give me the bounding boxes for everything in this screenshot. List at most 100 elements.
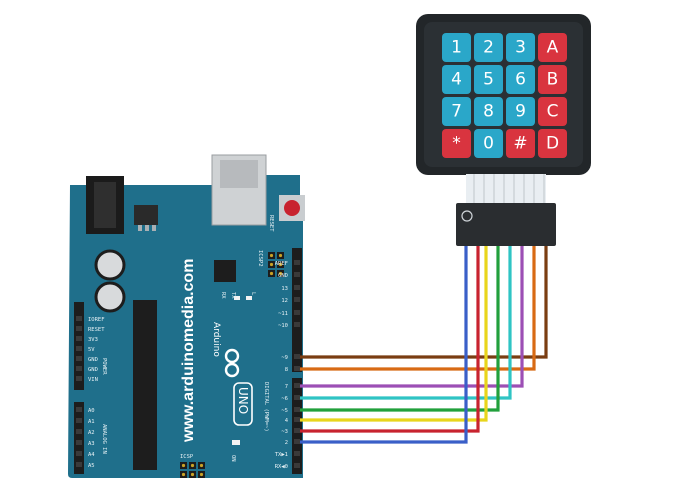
power-label: POWER (101, 358, 107, 375)
reset-button[interactable] (284, 200, 300, 216)
key-8[interactable]: 8 (474, 97, 503, 126)
power-pin-label: RESET (88, 327, 105, 333)
digital-pin-label: 7 (285, 384, 288, 390)
key-*[interactable]: * (442, 129, 471, 158)
key-label: 9 (515, 102, 526, 122)
digital-pin-socket (294, 285, 300, 290)
power-pin-label: 5V (88, 347, 95, 353)
digital-pin-socket (294, 417, 300, 422)
key-cap (442, 33, 471, 62)
key-cap (538, 65, 567, 94)
digital-pin-label: ~9 (281, 355, 288, 361)
key-cap (474, 97, 503, 126)
icsp-pin-tip (199, 463, 204, 468)
key-9[interactable]: 9 (506, 97, 535, 126)
digital-pin-label: ~10 (278, 323, 288, 329)
icsp-label: ICSP (180, 454, 194, 460)
usb-chip (214, 260, 236, 282)
analog-pin-label: A5 (88, 463, 95, 469)
analog-pin-socket (76, 407, 82, 412)
digital-pin-label: ~3 (281, 429, 288, 435)
digital-pin-label: AREF (275, 261, 288, 267)
regulator-tab (138, 225, 142, 231)
uno-badge-frame (233, 382, 253, 426)
wire-pin-2 (300, 246, 468, 444)
digital-pin-label: 4 (285, 418, 289, 424)
tx-led (234, 296, 240, 300)
key-cap (506, 33, 535, 62)
icsp-pin-tip (190, 463, 195, 468)
digital-pin-socket (294, 395, 300, 400)
analog-pin-socket (76, 440, 82, 445)
digital-pin-label: RX◀0 (275, 464, 288, 470)
analog-pin-label: A0 (88, 408, 95, 414)
logo-infinity-right (224, 362, 240, 378)
capacitor-2 (94, 281, 126, 313)
icsp2-pin-tip (269, 271, 274, 276)
key-4[interactable]: 4 (442, 65, 471, 94)
digital-pin-label: 2 (285, 440, 288, 446)
key-5[interactable]: 5 (474, 65, 503, 94)
analog-pin-label: A1 (88, 419, 95, 425)
key-1[interactable]: 1 (442, 33, 471, 62)
key-D[interactable]: D (538, 129, 567, 158)
key-label: B (547, 70, 559, 90)
key-2[interactable]: 2 (474, 33, 503, 62)
key-#[interactable]: # (506, 129, 535, 158)
key-label: D (546, 134, 559, 154)
wire-pin-5 (300, 246, 500, 412)
icsp2-pin-tip (278, 271, 283, 276)
digital-pin-label: 8 (285, 367, 288, 373)
wire-pin-9 (300, 246, 548, 359)
key-cap (538, 129, 567, 158)
logo-infinity-left (224, 348, 240, 364)
key-cap (538, 33, 567, 62)
digital-pin-socket (294, 439, 300, 444)
icsp2-pin-tip (269, 262, 274, 267)
power-pin-label: 3V3 (88, 337, 98, 343)
uno-badge: UNO (233, 382, 253, 426)
key-cap (442, 65, 471, 94)
key-cap (442, 129, 471, 158)
regulator-leg (152, 225, 156, 231)
tx-label: TX (230, 292, 236, 299)
key-C[interactable]: C (538, 97, 567, 126)
digital-label: DIGITAL (PWM=~) (263, 382, 269, 432)
icsp2-pin-tip (269, 253, 274, 258)
analog-pin-socket (76, 451, 82, 456)
key-B[interactable]: B (538, 65, 567, 94)
digital-pin-socket (294, 297, 300, 302)
icsp-header (180, 462, 205, 478)
key-6[interactable]: 6 (506, 65, 535, 94)
key-label: 7 (451, 102, 462, 122)
on-led (232, 440, 240, 445)
digital-pin-label: TX▶1 (275, 452, 288, 458)
board-outline (68, 175, 303, 478)
atmega-chip (133, 300, 157, 470)
digital-pin-socket (294, 366, 300, 371)
key-cap (538, 97, 567, 126)
power-pin-socket (76, 376, 82, 381)
uno-label: UNO (236, 387, 250, 414)
wire-pin-8 (300, 246, 536, 371)
wire-pin-7 (300, 246, 524, 388)
key-7[interactable]: 7 (442, 97, 471, 126)
key-A[interactable]: A (538, 33, 567, 62)
key-3[interactable]: 3 (506, 33, 535, 62)
key-label: A (547, 38, 559, 58)
power-pin-label: VIN (88, 377, 98, 383)
voltage-regulator (134, 205, 158, 225)
analog-pin-socket (76, 462, 82, 467)
power-pin-label: GND (88, 357, 98, 363)
key-cap (474, 129, 503, 158)
usb-port-inner (220, 160, 258, 188)
rx-label: RX (220, 292, 226, 299)
digital-pin-label: ~6 (281, 396, 288, 402)
key-cap (442, 97, 471, 126)
key-0[interactable]: 0 (474, 129, 503, 158)
power-pin-socket (76, 366, 82, 371)
power-pin-socket (76, 326, 82, 331)
